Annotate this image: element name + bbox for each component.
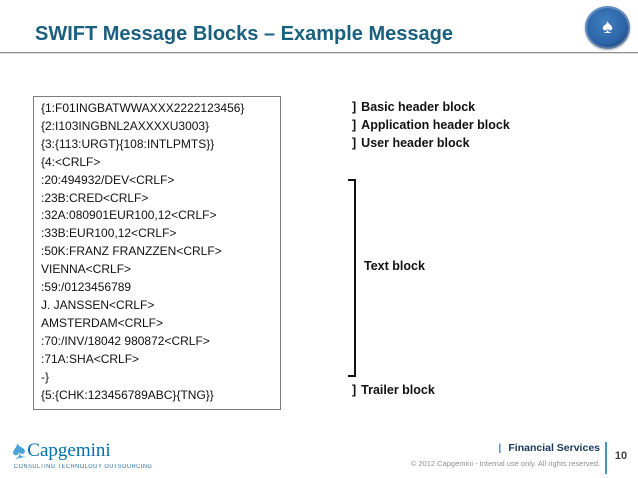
swift-line: :71A:SHA<CRLF>	[41, 351, 140, 366]
swift-line-application-header: {2:I103INGBNL2AXXXXU3003}	[41, 118, 210, 133]
annotation-label: Basic header block	[361, 100, 476, 114]
capgemini-wordmark: Capgemini	[27, 439, 111, 461]
header-annotations: ] Basic header block ] Application header …	[352, 99, 510, 153]
page-number: 10	[614, 450, 628, 462]
swift-line: :59:/0123456789	[41, 280, 132, 295]
page-title: SWIFT Message Blocks – Example Message	[35, 23, 453, 45]
swift-line-trailer: {5:{CHK:123456789ABC}{TNG}}	[41, 387, 214, 402]
spade-icon: ♠	[602, 15, 613, 38]
swift-line: J. JANSSEN<CRLF>	[41, 297, 155, 312]
bracket-icon: ]	[352, 100, 357, 114]
capgemini-tagline: CONSULTING TECHNOLOGY OUTSOURCING	[14, 464, 153, 470]
swift-line: AMSTERDAM<CRLF>	[41, 315, 164, 330]
swift-line: :20:494932/DEV<CRLF>	[41, 172, 175, 187]
capgemini-spade-icon: ♠	[9, 434, 28, 466]
annotation-label: User header block	[361, 135, 470, 150]
swift-message-box: {1:F01INGBATWWAXXX2222123456} {2:I103ING…	[33, 96, 281, 410]
annotation-label: Application header block	[361, 117, 510, 132]
bracket-icon: ]	[352, 383, 357, 397]
bracket-icon: ]	[352, 135, 357, 150]
copyright-text: © 2012 Capgemini - Internal use only. Al…	[410, 459, 600, 468]
title-divider	[0, 52, 638, 54]
swift-line: :32A:080901EUR100,12<CRLF>	[41, 208, 217, 223]
swift-line: :50K:FRANZ FRANZZEN<CRLF>	[41, 244, 222, 259]
swift-line: {4:<CRLF>	[41, 154, 101, 169]
annotation-label: Trailer block	[361, 383, 435, 397]
division-name: Financial Services	[508, 442, 600, 454]
swift-line: :70:/INV/18042 980872<CRLF>	[41, 333, 210, 348]
annotation-text-block: Text block	[364, 259, 425, 273]
swift-line: VIENNA<CRLF>	[41, 262, 132, 277]
annotation-user-header: ] User header block	[352, 135, 510, 153]
text-block-bracket-icon	[348, 179, 356, 377]
division-label: | Financial Services	[498, 442, 600, 454]
pipe-separator: |	[498, 442, 502, 454]
bracket-icon: ]	[352, 117, 357, 132]
page-number-divider	[605, 442, 607, 474]
annotation-basic-header: ] Basic header block	[352, 99, 510, 117]
swift-line-basic-header: {1:F01INGBATWWAXXX2222123456}	[41, 101, 245, 115]
swift-line-end-of-text: -}	[41, 369, 50, 384]
swift-line-user-header: {3:{113:URGT}{108:INTLPMTS}}	[41, 136, 215, 151]
capgemini-logo: ♠ Capgemini	[9, 434, 111, 466]
swift-line: :33B:EUR100,12<CRLF>	[41, 226, 177, 241]
annotation-application-header: ] Application header block	[352, 117, 510, 135]
annotation-trailer-block: ] Trailer block	[352, 382, 435, 400]
swift-line: :23B:CRED<CRLF>	[41, 190, 149, 205]
capgemini-badge-icon: ♠	[585, 6, 630, 49]
